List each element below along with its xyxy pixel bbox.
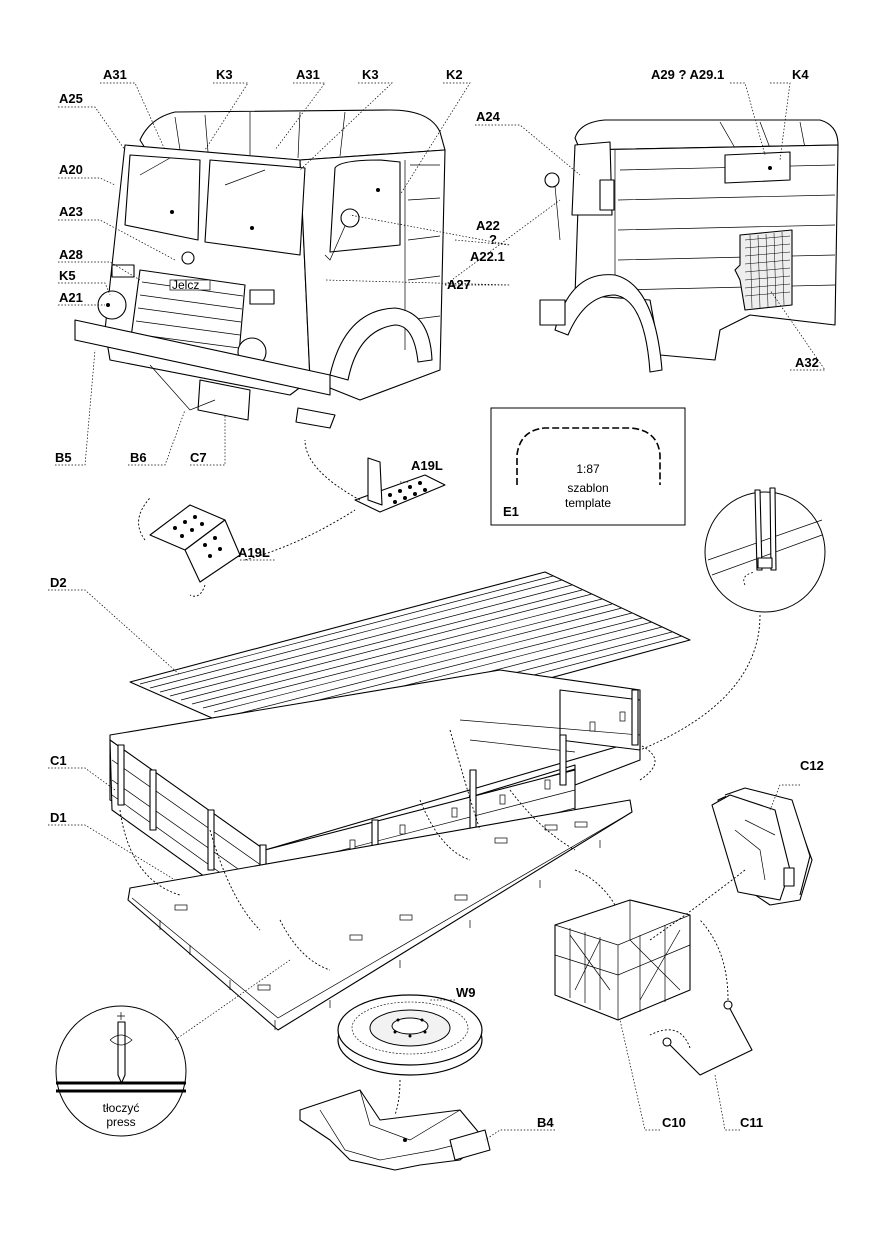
fuel-can-c12 [711, 787, 813, 906]
label-b5: B5 [55, 450, 72, 465]
label-a23: A23 [59, 204, 83, 219]
label-c1: C1 [50, 753, 67, 768]
frame-d1 [127, 799, 633, 1031]
label-k2: K2 [446, 67, 463, 82]
cage-c10 [554, 869, 746, 1021]
label-a31-left: A31 [103, 67, 127, 82]
grille-badge: Jelcz [172, 278, 199, 292]
handle-c11 [649, 919, 753, 1076]
label-a19l-bottom: A19L [238, 545, 270, 560]
template-box: 1:87 szablon template [490, 407, 686, 526]
label-a20: A20 [59, 162, 83, 177]
label-a31-right: A31 [296, 67, 320, 82]
label-a24: A24 [476, 109, 501, 124]
rear-cab [539, 119, 839, 373]
label-k5: K5 [59, 268, 76, 283]
step-a19l-flat [138, 497, 356, 597]
label-a29: A29 ? A29.1 [651, 67, 724, 82]
label-c10: C10 [662, 1115, 686, 1130]
press-label-en: press [106, 1115, 135, 1129]
label-a27: A27 [447, 277, 471, 292]
spare-wheel-w9 [337, 994, 483, 1116]
assembly-guides [119, 729, 656, 971]
label-d2: D2 [50, 575, 67, 590]
label-a22: A22 [476, 218, 500, 233]
label-b6: B6 [130, 450, 147, 465]
label-b4: B4 [537, 1115, 554, 1130]
step-arrow [304, 439, 361, 501]
template-scale: 1:87 [576, 462, 600, 476]
label-a22-1: A22.1 [470, 249, 505, 264]
label-a25: A25 [59, 91, 83, 106]
wheel-carrier-b4 [299, 1089, 491, 1171]
press-detail-circle: tłoczyć press [55, 1005, 187, 1137]
label-k4: K4 [792, 67, 809, 82]
label-c12: C12 [800, 758, 824, 773]
label-a21: A21 [59, 290, 83, 305]
label-c7: C7 [190, 450, 207, 465]
label-c11: C11 [740, 1115, 763, 1130]
template-line-en: template [565, 496, 611, 510]
part-labels: A31 K3 A31 K3 K2 A25 A20 A23 A28 K5 A21 … [50, 67, 824, 1130]
label-a28: A28 [59, 247, 83, 262]
pin-detail-circle [639, 487, 826, 751]
label-k3-left: K3 [216, 67, 233, 82]
front-cab: Jelcz [74, 109, 446, 429]
label-d1: D1 [50, 810, 67, 825]
label-a19l-top: A19L [411, 458, 443, 473]
template-line-pl: szablon [567, 481, 608, 495]
step-a19l-assembled [354, 457, 446, 513]
label-k3-right: K3 [362, 67, 379, 82]
label-a32: A32 [795, 355, 819, 370]
label-w9: W9 [456, 985, 476, 1000]
label-a22-q: ? [489, 232, 497, 247]
label-e1: E1 [503, 504, 519, 519]
leader-lines [48, 82, 826, 1141]
press-label-pl: tłoczyć [103, 1101, 140, 1115]
